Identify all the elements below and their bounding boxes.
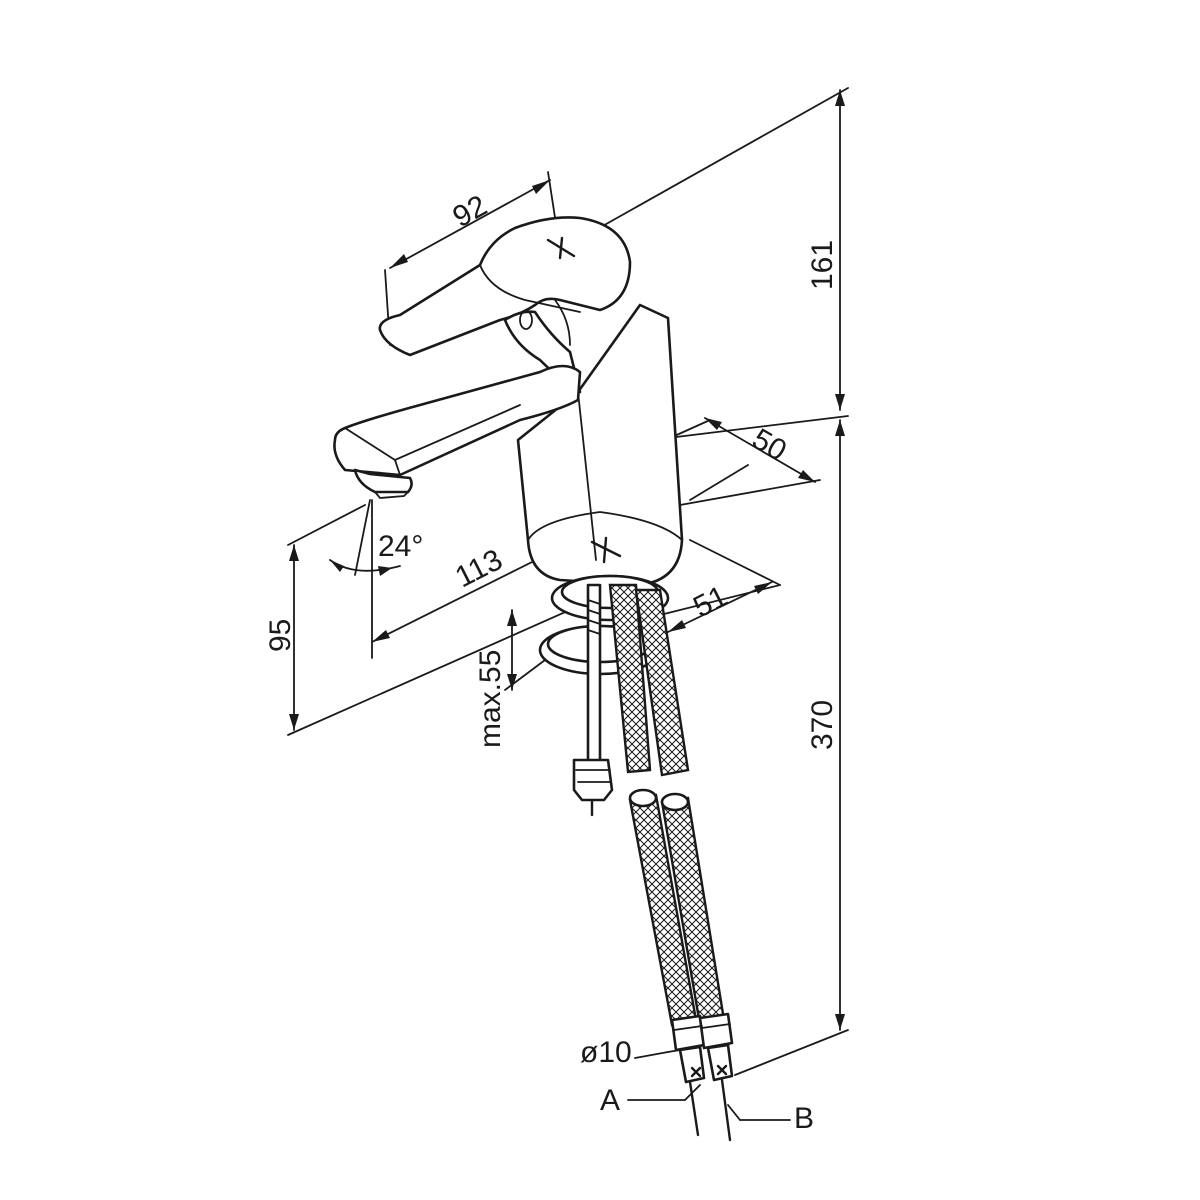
supply-hoses — [608, 583, 791, 1142]
dim-handle-length: 92 — [447, 189, 492, 234]
dim-base-depth: 50 — [747, 422, 792, 467]
connection-label-a: A — [600, 1084, 620, 1117]
connection-label-b: B — [794, 1102, 814, 1135]
dim-total-height: 161 — [806, 240, 839, 290]
dimension-lines — [289, 89, 845, 1031]
dim-base-offset: 51 — [688, 580, 733, 625]
dim-max-deck: max.55 — [474, 650, 507, 748]
dimension-labels: 92 161 370 50 113 51 95 max.55 24° ø10 A… — [264, 189, 839, 1135]
extension-lines — [287, 87, 849, 1076]
dim-spout-angle: 24° — [378, 530, 423, 563]
dim-hose-diameter: ø10 — [580, 1036, 632, 1069]
dim-hose-length: 370 — [806, 700, 839, 750]
dim-spout-reach: 113 — [450, 543, 508, 594]
faucet-body — [333, 216, 684, 587]
dim-spout-height: 95 — [264, 619, 297, 652]
